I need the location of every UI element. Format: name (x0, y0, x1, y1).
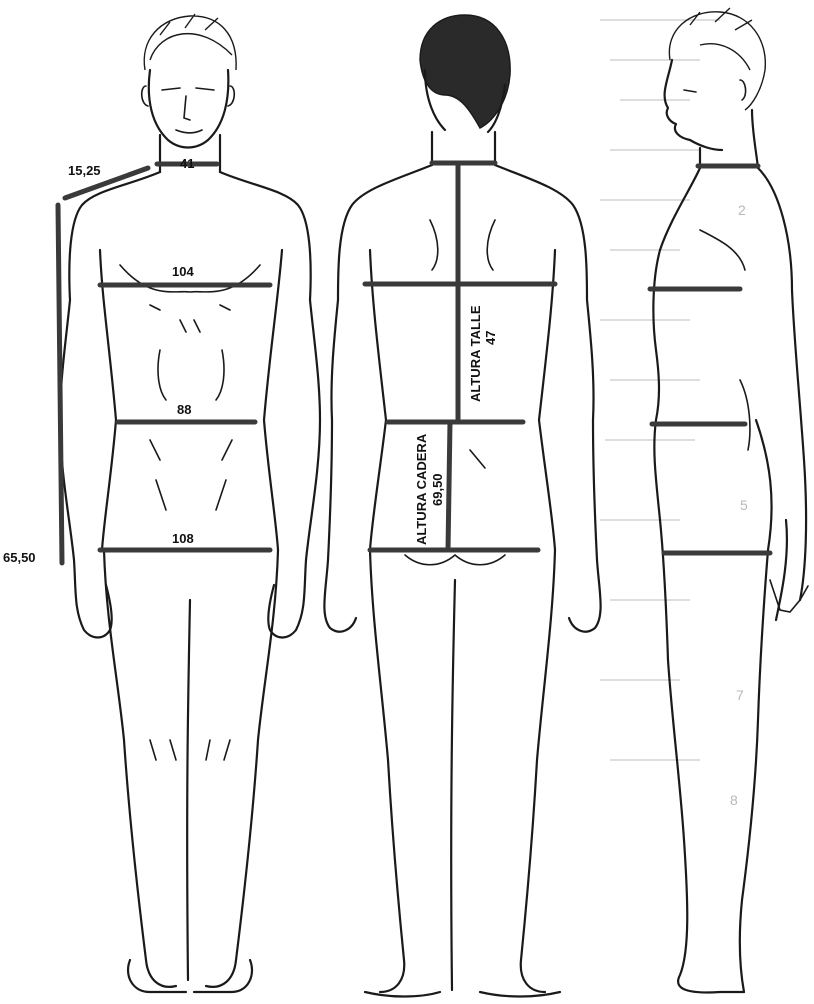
svg-text:2: 2 (738, 202, 746, 218)
svg-text:8: 8 (730, 792, 738, 808)
side-view-figure (653, 8, 808, 992)
svg-text:5: 5 (740, 497, 748, 513)
hip-height-value: 69,50 (430, 473, 445, 506)
hip-height-tape (448, 422, 450, 550)
chest-measurement-label: 104 (172, 264, 194, 279)
side-measurement-lines (650, 166, 770, 553)
neck-measurement-label: 41 (180, 156, 194, 171)
back-measurement-lines (365, 163, 555, 550)
shoulder-measurement-label: 15,25 (68, 163, 101, 178)
waist-measurement-label: 88 (177, 402, 191, 417)
background-bleed-through: 2 5 7 8 (600, 20, 748, 808)
arm-length-measurement-label: 65,50 (3, 550, 36, 565)
arm-length-tape (58, 205, 62, 563)
hip-measurement-label: 108 (172, 531, 194, 546)
back-waist-length-label: ALTURA TALLE (468, 305, 483, 402)
back-waist-length-value: 47 (483, 331, 498, 345)
svg-text:7: 7 (736, 687, 744, 703)
hip-height-label: ALTURA CADERA (414, 433, 429, 545)
